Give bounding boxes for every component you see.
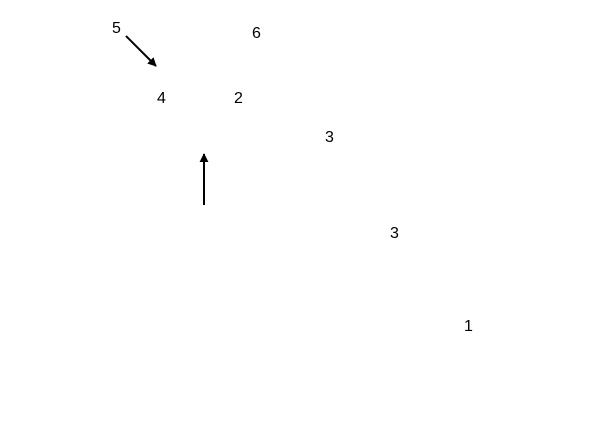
label-3-lower: 3 [390, 225, 399, 242]
label-3-upper: 3 [325, 129, 334, 146]
arrow-down-right-icon [125, 35, 157, 67]
label-5: 5 [112, 20, 121, 37]
label-2: 2 [234, 90, 243, 107]
label-1: 1 [464, 318, 473, 335]
label-4: 4 [157, 90, 166, 107]
label-6: 6 [252, 25, 261, 42]
